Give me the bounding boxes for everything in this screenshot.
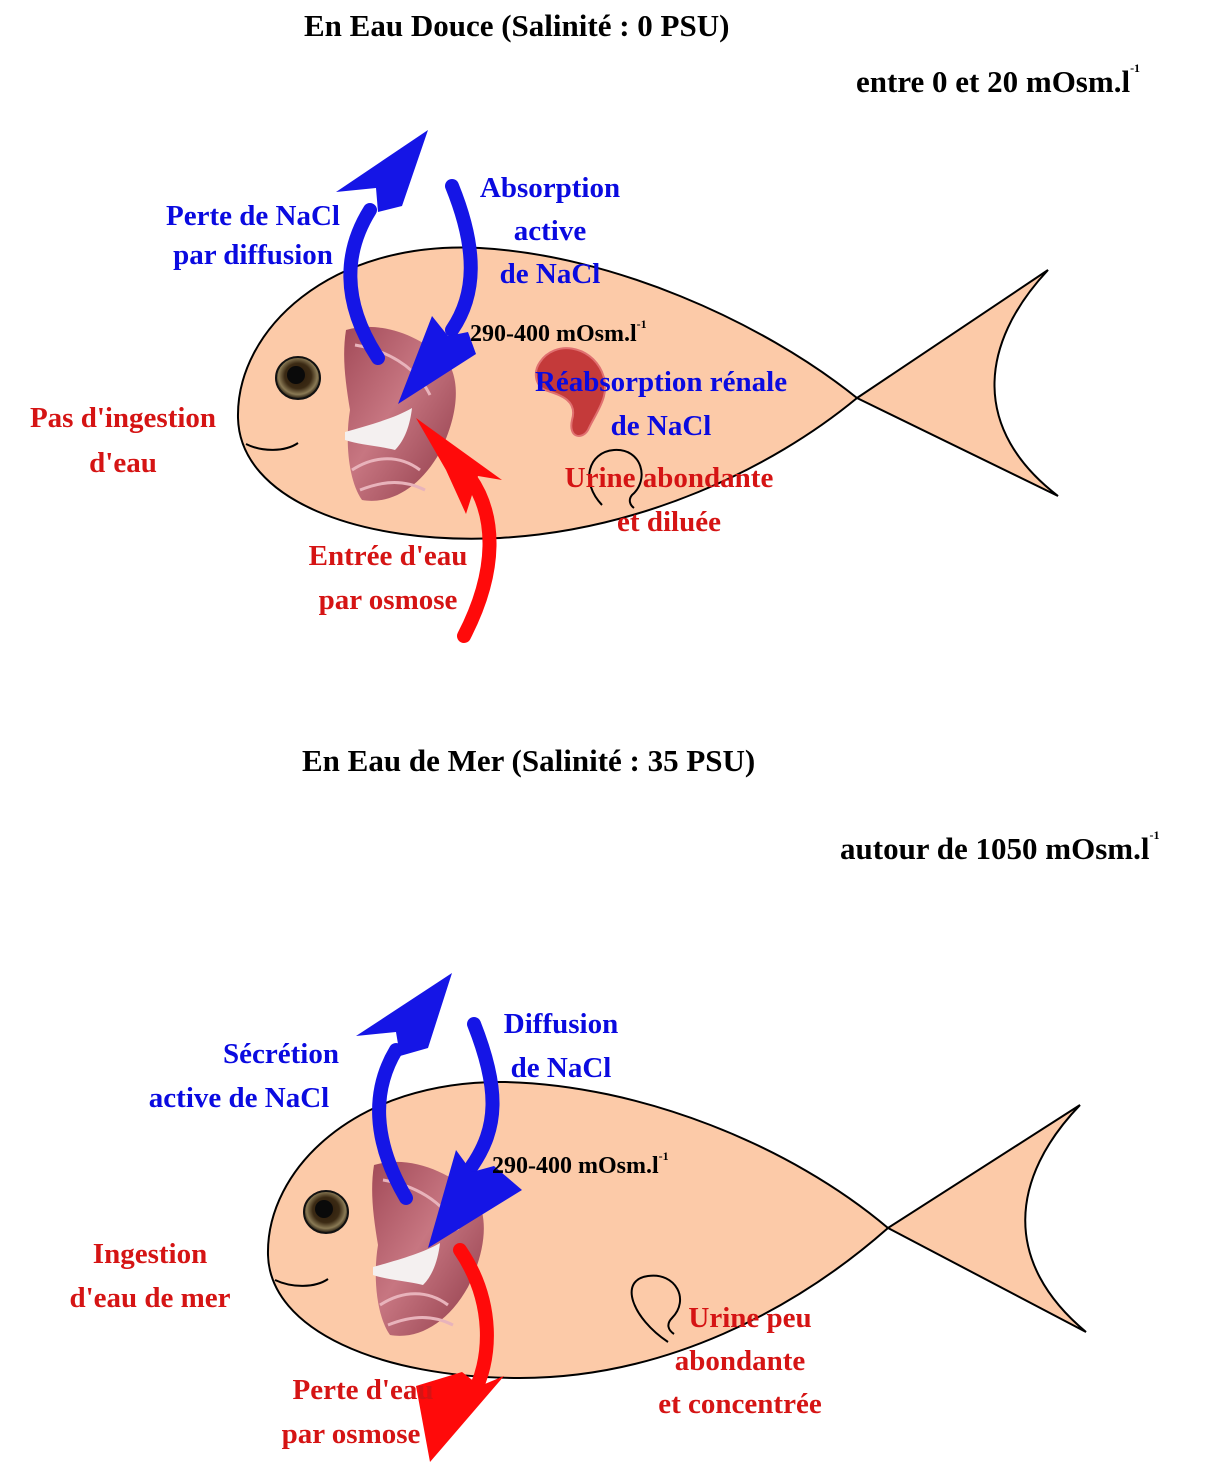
freshwater-drinking-label: Pas d'ingestion d'eau <box>8 404 238 478</box>
freshwater-kidney-label: Réabsorption rénale de NaCl <box>506 368 816 441</box>
freshwater-salt-uptake-label: Absorption active de NaCl <box>460 174 640 289</box>
fish-tail-icon <box>888 1105 1086 1332</box>
freshwater-title: En Eau Douce (Salinité : 0 PSU) <box>304 10 729 41</box>
seawater-salt-secretion-label: Sécrétion active de NaCl <box>124 1040 354 1113</box>
seawater-drinking-label: Ingestion d'eau de mer <box>40 1240 260 1313</box>
freshwater-urine-label: Urine abondante et diluée <box>540 464 798 537</box>
seawater-water-loss-label: Perte d'eau par osmose <box>256 1376 446 1449</box>
seawater-title: En Eau de Mer (Salinité : 35 PSU) <box>302 745 755 776</box>
freshwater-environment-osmolarity: entre 0 et 20 mOsm.l-1 <box>856 66 1140 97</box>
seawater-urine-label: Urine peu abondante et concentrée <box>630 1304 850 1419</box>
seawater-internal-osmolarity: 290-400 mOsm.l-1 <box>492 1154 669 1178</box>
freshwater-water-entry-label: Entrée d'eau par osmose <box>288 542 488 615</box>
freshwater-internal-osmolarity: 290-400 mOsm.l-1 <box>470 322 647 346</box>
fish-tail-icon <box>857 270 1058 496</box>
seawater-salt-diffusion-label: Diffusion de NaCl <box>488 1010 634 1083</box>
seawater-environment-osmolarity: autour de 1050 mOsm.l-1 <box>840 833 1159 864</box>
freshwater-salt-loss-label: Perte de NaCl par diffusion <box>138 202 368 270</box>
